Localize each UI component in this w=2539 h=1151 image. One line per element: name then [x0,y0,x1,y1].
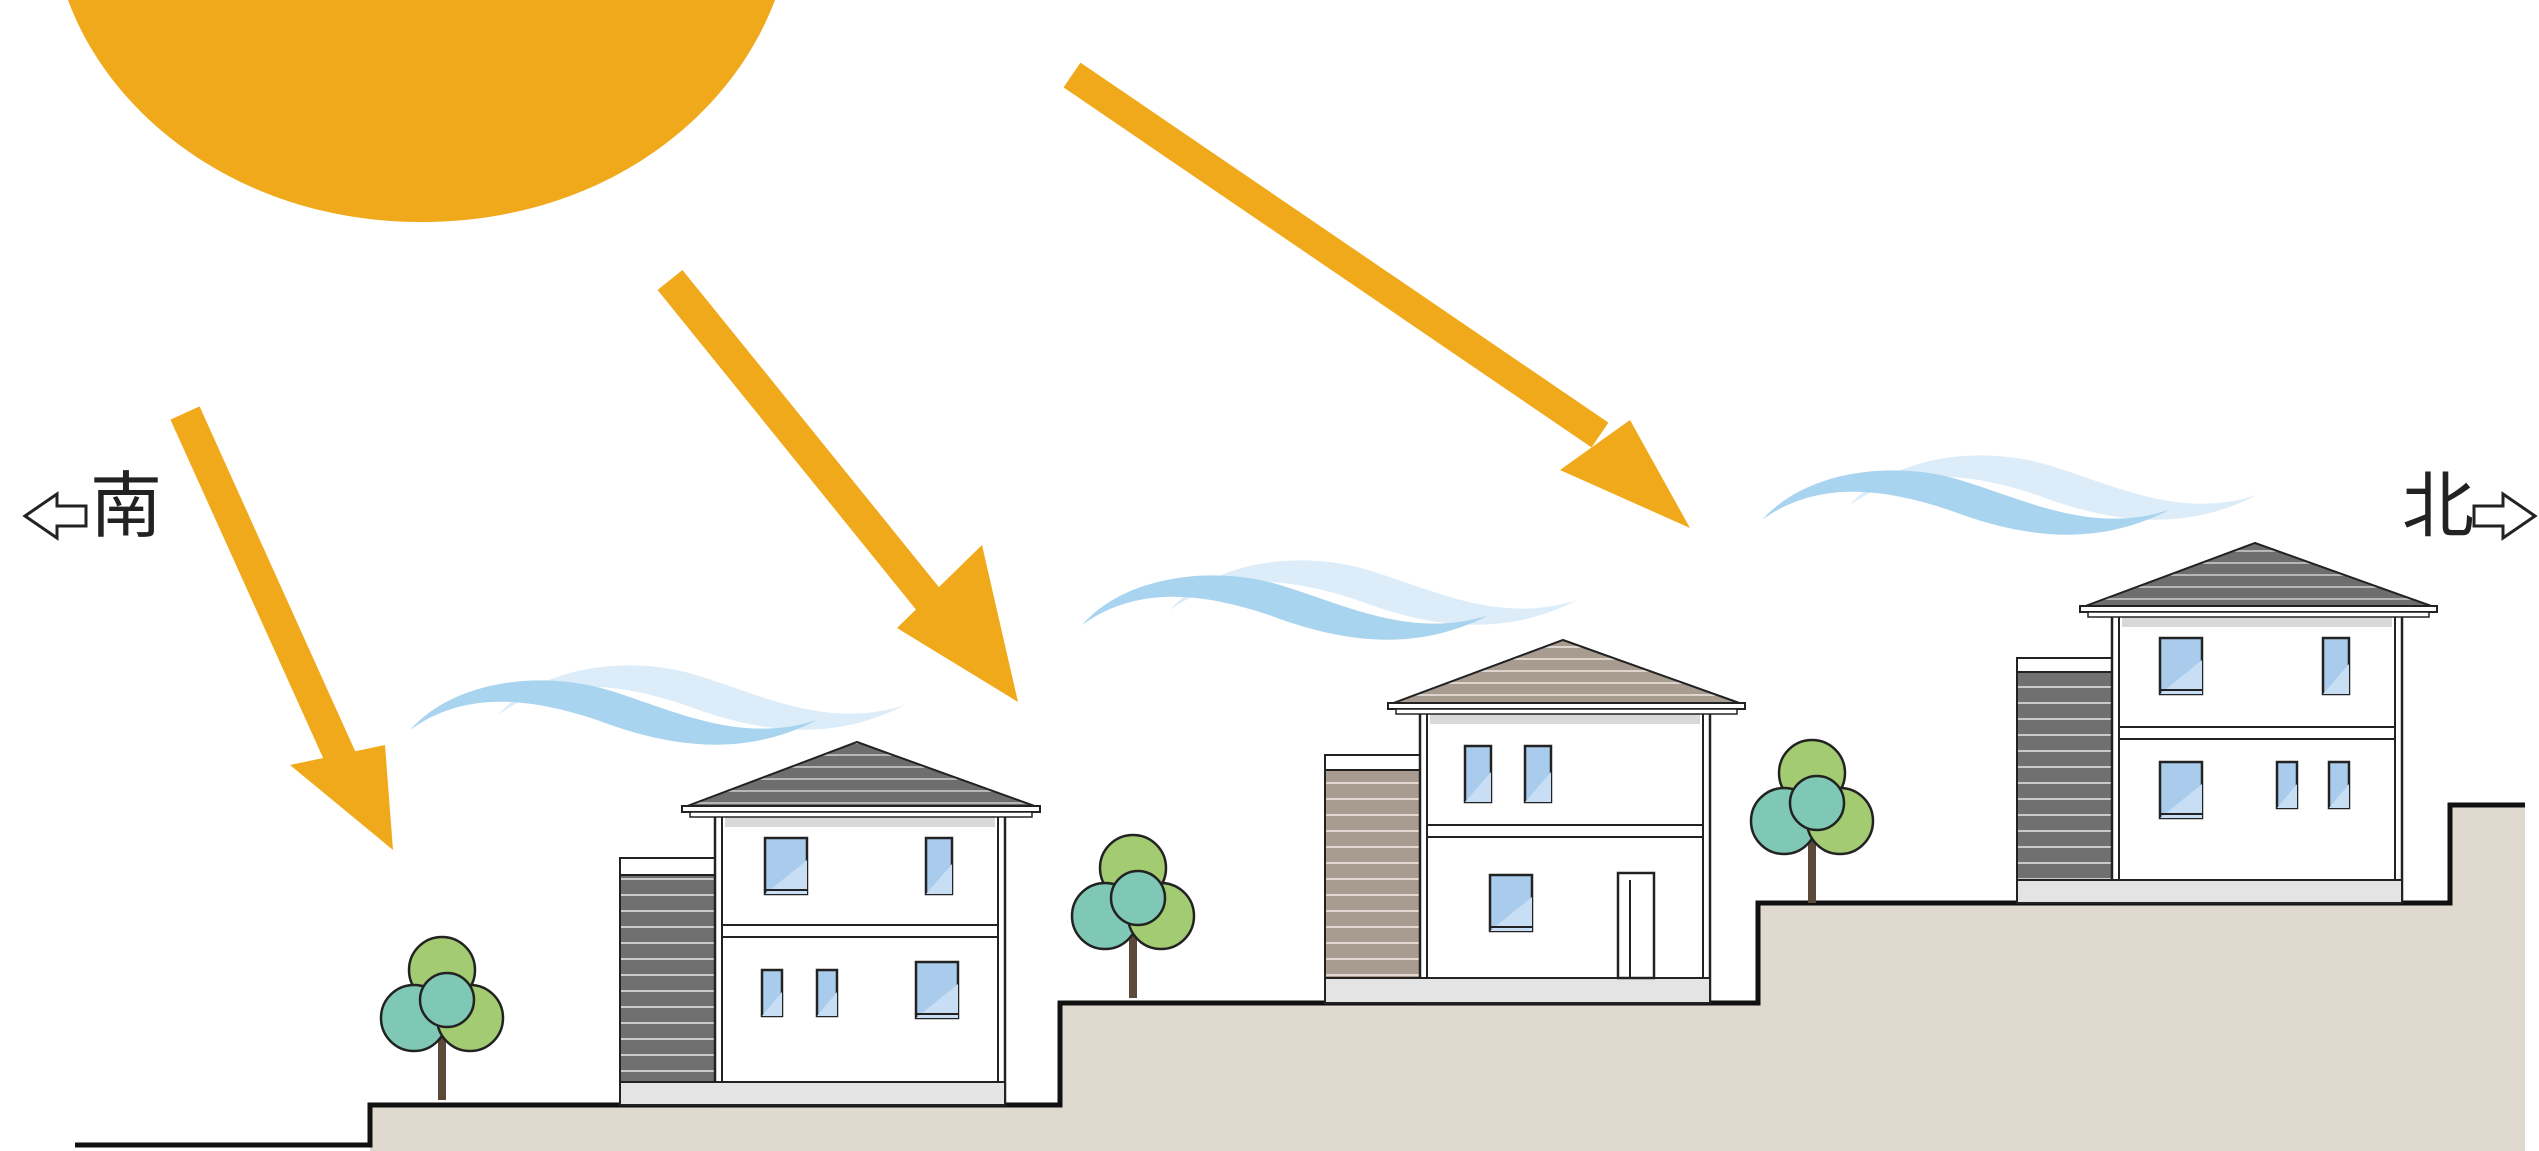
tree [1749,738,1875,905]
wind-gust [1762,455,2257,535]
north-label: 北 [2402,464,2475,548]
sun [68,0,775,222]
sun-ray-arrow [1063,62,1690,528]
sun-ray-arrow [657,269,1018,702]
tree [1070,833,1196,1000]
house [2016,541,2438,905]
wind-gust [1082,560,1577,640]
south-label: 南 [90,464,163,548]
house [1324,638,1746,1005]
tree [379,935,505,1102]
ground [370,805,2525,1151]
wind-gust [410,665,905,745]
sun-ray-arrows [170,62,1690,850]
house [619,740,1041,1107]
wind-gusts [410,455,2257,745]
south-arrow-icon [22,491,88,541]
sun-ray-arrow [170,406,393,850]
north-arrow-icon [2472,491,2538,541]
